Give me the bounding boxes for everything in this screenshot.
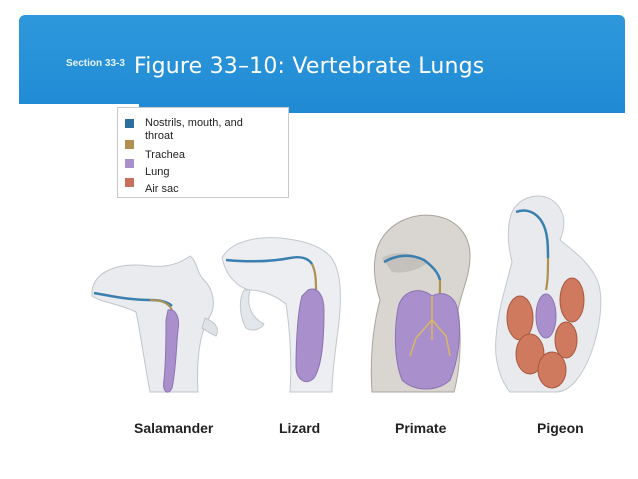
legend-label-trachea: Trachea bbox=[145, 149, 185, 161]
legend-label-lung: Lung bbox=[145, 166, 170, 178]
legend: Nostrils, mouth, and throat Trachea Lung… bbox=[117, 107, 289, 198]
legend-label-nostrils-line2: throat bbox=[145, 130, 174, 142]
label-pigeon: Pigeon bbox=[537, 420, 584, 436]
legend-swatch-trachea bbox=[125, 140, 134, 149]
legend-swatch-nostrils bbox=[125, 119, 134, 128]
primate-illustration bbox=[370, 214, 471, 393]
lizard-illustration bbox=[221, 237, 341, 393]
title-banner bbox=[19, 15, 625, 113]
slide-title: Figure 33–10: Vertebrate Lungs bbox=[134, 54, 485, 79]
legend-label-airsac: Air sac bbox=[145, 183, 179, 195]
label-lizard: Lizard bbox=[279, 420, 321, 436]
pigeon-illustration bbox=[495, 195, 602, 393]
banner-notch bbox=[19, 104, 139, 113]
label-primate: Primate bbox=[395, 420, 447, 436]
legend-swatch-lung bbox=[125, 159, 134, 168]
salamander-illustration bbox=[91, 255, 218, 393]
label-salamander: Salamander bbox=[134, 420, 214, 436]
legend-swatch-airsac bbox=[125, 178, 134, 187]
section-label: Section 33-3 bbox=[66, 58, 125, 69]
legend-label-nostrils-line1: Nostrils, mouth, and bbox=[145, 117, 243, 129]
